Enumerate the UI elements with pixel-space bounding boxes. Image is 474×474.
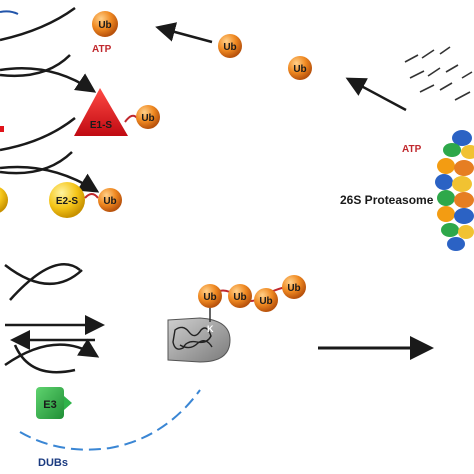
ub-label: Ub <box>203 292 216 303</box>
substrate-protein: K <box>167 317 231 363</box>
e3-label: E3 <box>43 399 56 411</box>
lysine-k-label: K <box>207 324 214 334</box>
blue-edge-mark <box>0 10 19 15</box>
ub-released-1: Ub <box>218 34 242 58</box>
arrow-curve-1c <box>0 54 71 77</box>
e2s-label: E2-S <box>56 196 79 207</box>
ub-label: Ub <box>287 283 300 294</box>
dubs-label: DUBs <box>38 457 68 469</box>
poly-ub-chain: Ub Ub Ub Ub <box>198 275 306 312</box>
e1-enzyme: E1-S <box>74 88 138 136</box>
ub-on-e2: Ub <box>98 188 122 212</box>
ub-label: Ub <box>103 196 116 207</box>
arrow-curve-4b <box>13 344 76 374</box>
ub-top-left: Ub <box>92 11 118 37</box>
proteasome-label: 26S Proteasome <box>340 193 434 207</box>
ub-label: Ub <box>259 296 272 307</box>
e2-enzyme: E2-S <box>49 182 99 218</box>
cycle-arrows <box>0 6 105 374</box>
e1s-label: E1-S <box>90 120 113 131</box>
atp-label-top: ATP <box>92 44 112 55</box>
proteasome-release-arrow <box>345 77 407 112</box>
ub-label: Ub <box>293 64 306 75</box>
ub-label: Ub <box>141 113 154 124</box>
ub-released-2: Ub <box>288 56 312 80</box>
ub-on-e1: Ub <box>136 105 160 129</box>
dubs-dashed-path <box>19 389 201 451</box>
arrow-curve-2b <box>0 165 100 193</box>
arrow-curve-2c <box>0 151 73 175</box>
ub-label: Ub <box>98 20 111 31</box>
proteasome-barrel-icon <box>435 130 474 251</box>
ub-label: Ub <box>233 292 246 303</box>
ub-recycle-arrow <box>155 22 213 44</box>
e3-ligase: E3 <box>36 387 72 419</box>
e1-edge-mark <box>0 126 4 132</box>
arrow-curve-1a <box>0 6 76 42</box>
arrow-curve-4a <box>4 338 100 367</box>
peptide-fragments-icon <box>404 46 473 101</box>
e2-edge-mark <box>0 187 8 213</box>
arrow-curve-3a <box>4 264 83 285</box>
atp-label-right: ATP <box>402 144 422 155</box>
arrow-curve-3b <box>9 263 81 301</box>
arrow-curve-2a <box>0 117 76 152</box>
ub-label: Ub <box>223 42 236 53</box>
